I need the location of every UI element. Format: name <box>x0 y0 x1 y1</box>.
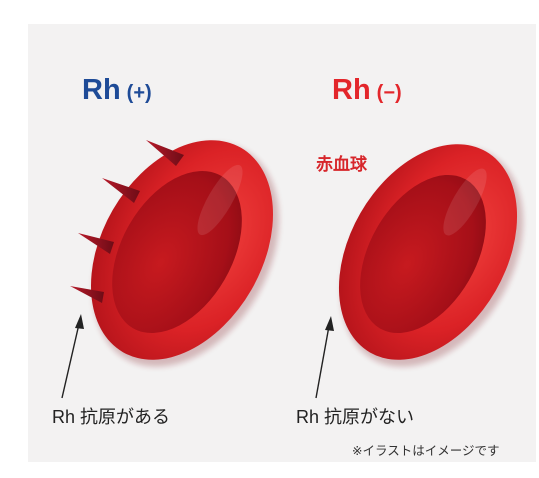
antigen-present-label: Rh 抗原がある <box>52 403 170 429</box>
rh-positive-sign: (+) <box>127 82 152 104</box>
antigen-absent-label: Rh 抗原がない <box>296 403 414 429</box>
rh-negative-title: Rh (−) <box>332 74 402 107</box>
rh-negative-sign: (−) <box>377 82 402 104</box>
rh-positive-title: Rh (+) <box>82 74 152 107</box>
rh-negative-prefix: Rh <box>332 74 371 106</box>
illustration-note: ※イラストはイメージです <box>352 440 499 459</box>
red-blood-cell-rh-positive-icon <box>54 108 317 400</box>
red-blood-cell-label: 赤血球 <box>316 150 367 175</box>
pointer-arrow-antigen-absent <box>316 316 334 398</box>
pointer-arrow-antigen-present <box>62 314 84 398</box>
rh-positive-prefix: Rh <box>82 74 121 106</box>
